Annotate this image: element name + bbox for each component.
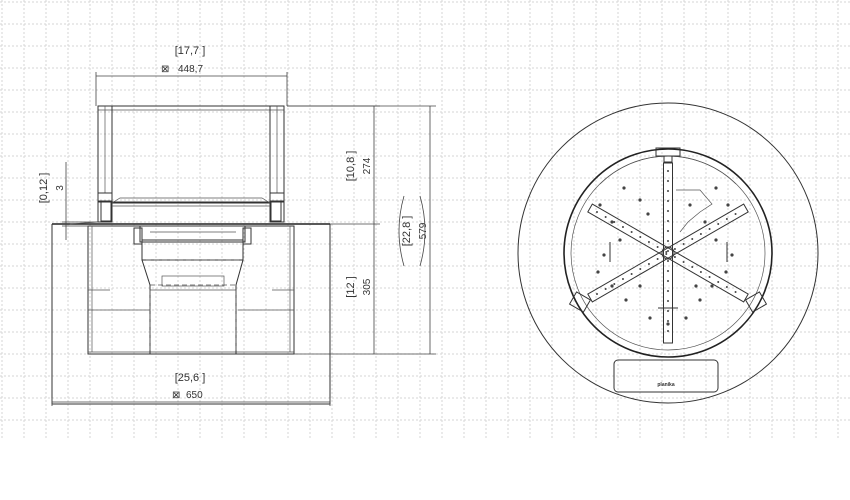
gap-mm: 3 — [55, 185, 66, 191]
table-base-outline — [51, 224, 331, 405]
base-width-mm: 650 — [186, 390, 203, 401]
glass-screen — [97, 105, 285, 203]
upper-height-mm: 274 — [362, 157, 373, 174]
burner-ring-outer — [563, 148, 773, 358]
front-elevation — [51, 105, 331, 405]
fuel-tank — [141, 259, 244, 354]
top-width-inch: [17,7 ] — [175, 45, 206, 57]
plan-view: planika — [517, 102, 819, 404]
lower-height-inch: [12 ] — [345, 276, 357, 297]
control-panel — [613, 359, 719, 393]
dimension-lines — [51, 72, 436, 406]
base-width-inch: [25,6 ] — [175, 372, 206, 384]
lower-height-mm: 305 — [362, 278, 373, 295]
mounting-holes — [596, 186, 734, 326]
total-height-mm: 579 — [418, 222, 429, 239]
gap-inch: [0,12 ] — [38, 173, 50, 204]
total-height-inch: [22,8 ] — [401, 216, 413, 247]
background-grid — [0, 0, 850, 440]
base-width-symbol: ⊠ — [172, 390, 180, 401]
upper-height-inch: [10,8 ] — [345, 151, 357, 182]
top-width-symbol: ⊠ — [161, 64, 169, 75]
burner-arms — [587, 162, 749, 344]
dimension-labels: [17,7 ] ⊠ 448,7 [25,6 ] ⊠ 650 [0,12 ] 3 … — [38, 45, 429, 401]
table-outline-circle — [517, 102, 819, 404]
top-width-mm: 448,7 — [178, 64, 203, 75]
plan-logo: planika — [657, 382, 674, 388]
